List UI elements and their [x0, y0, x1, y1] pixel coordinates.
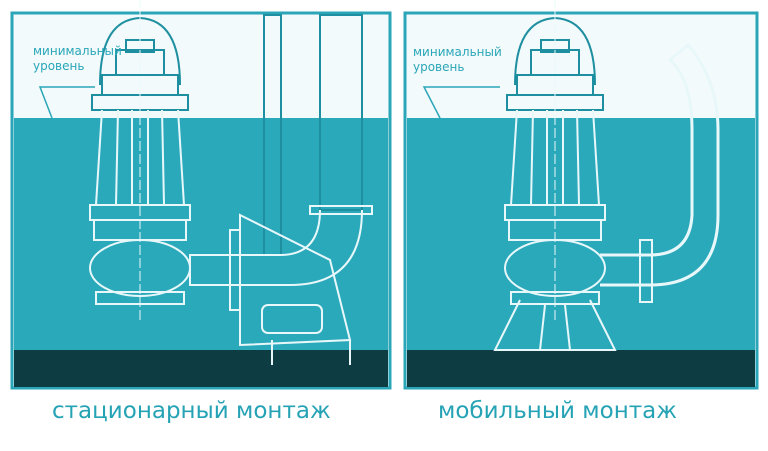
mobile-panel	[403, 0, 759, 390]
min-level-text-2: уровень	[413, 60, 465, 74]
caption-mobile: мобильный монтаж	[438, 398, 677, 424]
min-level-text-1: минимальный	[33, 44, 122, 58]
min-level-text-2: уровень	[33, 59, 85, 73]
min-level-label-left: минимальный уровень	[33, 44, 122, 74]
min-level-text-1: минимальный	[413, 45, 502, 59]
min-level-label-right: минимальный уровень	[413, 45, 502, 75]
caption-stationary: стационарный монтаж	[52, 398, 331, 424]
stationary-panel	[10, 0, 392, 390]
